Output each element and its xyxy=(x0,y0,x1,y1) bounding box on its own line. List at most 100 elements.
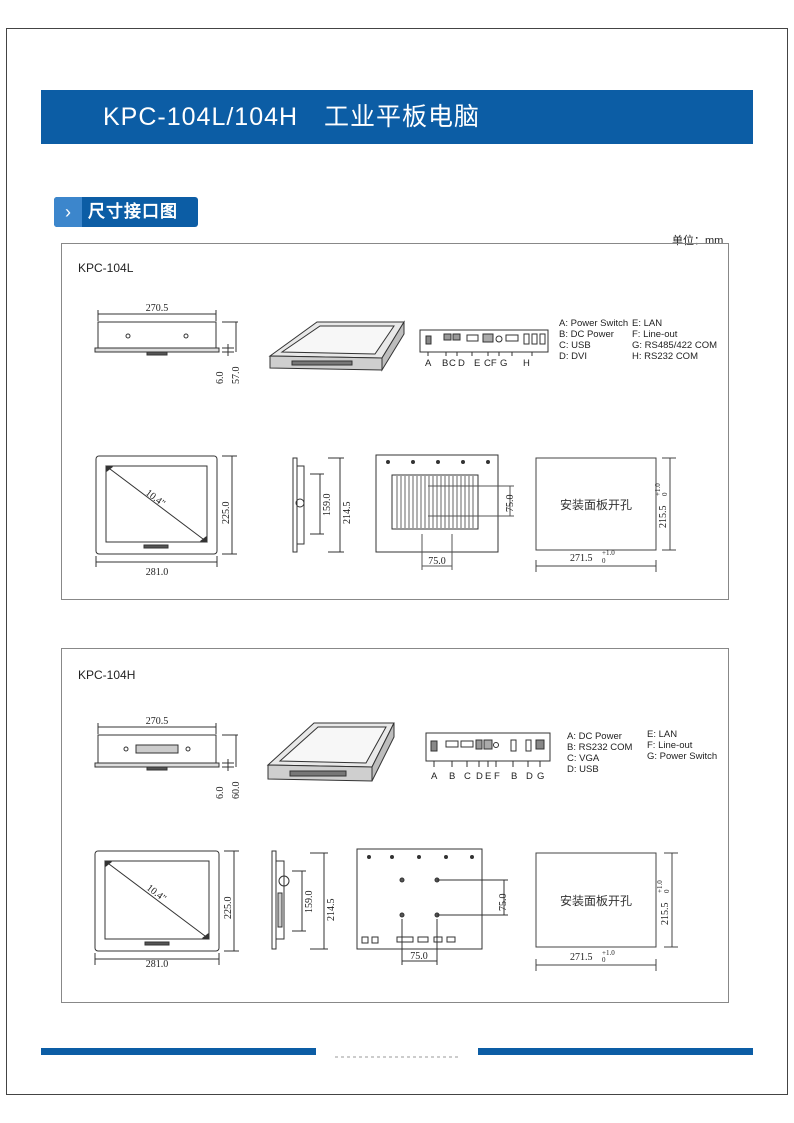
port-letters: A B C D E CF G H xyxy=(425,358,530,369)
screen-size-label: 10.4" xyxy=(143,488,167,510)
side-width-dim: 270.5 xyxy=(146,303,169,314)
vesa-v-dim: 75.0 xyxy=(498,894,509,912)
front-view xyxy=(94,850,239,965)
tolerance-upper: +1.0 xyxy=(656,880,664,893)
legend-item: E: LAN xyxy=(647,729,677,740)
port-legend: A: Power Switch B: DC Power C: USB D: DV… xyxy=(559,318,717,362)
port-letter: G xyxy=(500,358,507,369)
section-tab: › 尺寸接口图 xyxy=(54,197,198,227)
port-letter: CF xyxy=(484,358,497,369)
side-depth-dim: 57.0 xyxy=(231,367,242,385)
tolerance-upper: +1.0 xyxy=(602,949,615,957)
drawing-104h: KPC-104H 270.5 6.0 60.0 xyxy=(78,668,717,971)
port-letter: C xyxy=(449,358,456,369)
cutout-width-dim: 271.5 xyxy=(570,952,593,963)
rear-view xyxy=(375,454,514,570)
port-letter: B xyxy=(511,771,517,782)
port-legend: A: DC Power B: RS232 COM C: VGA D: USB E… xyxy=(567,729,717,775)
front-width-dim: 281.0 xyxy=(146,567,169,578)
vesa-h-dim: 75.0 xyxy=(410,951,428,962)
cutout-height-dim: 215.5 xyxy=(658,506,669,529)
cutout-label: 安装面板开孔 xyxy=(560,497,632,512)
port-letter: F xyxy=(494,771,500,782)
port-letter: B xyxy=(449,771,455,782)
port-letters: A B C D E F B D G xyxy=(431,771,544,782)
legend-item: A: DC Power xyxy=(567,731,622,742)
port-letter: D xyxy=(526,771,533,782)
side-width-dim: 270.5 xyxy=(146,716,169,727)
port-letter: C xyxy=(464,771,471,782)
profile-inner-dim: 159.0 xyxy=(322,494,333,517)
footer-bar-right xyxy=(478,1048,753,1055)
front-view xyxy=(95,455,237,567)
profile-view xyxy=(271,850,328,950)
side-thin-dim: 6.0 xyxy=(215,372,226,385)
cutout-view xyxy=(535,457,676,572)
legend-item: C: VGA xyxy=(567,753,600,764)
drawing-panel-104h: KPC-104H 270.5 6.0 60.0 xyxy=(61,648,729,1003)
cutout-height-dim: 215.5 xyxy=(660,903,671,926)
port-letter: D xyxy=(458,358,465,369)
model-label: KPC-104L xyxy=(78,261,134,275)
legend-item: B: RS232 COM xyxy=(567,742,633,753)
legend-item: B: DC Power xyxy=(559,329,614,340)
page-border xyxy=(6,28,788,1095)
page-title: KPC-104L/104H 工业平板电脑 xyxy=(103,103,481,131)
legend-item: E: LAN xyxy=(632,318,662,329)
port-letter: E xyxy=(474,358,480,369)
title-banner: KPC-104L/104H 工业平板电脑 xyxy=(41,90,753,144)
port-letter: H xyxy=(523,358,530,369)
legend-item: F: Line-out xyxy=(632,329,678,340)
legend-item: D: DVI xyxy=(559,351,587,362)
section-title: 尺寸接口图 xyxy=(88,202,178,221)
legend-item: C: USB xyxy=(559,340,591,351)
legend-item: A: Power Switch xyxy=(559,318,628,329)
port-letter: E xyxy=(485,771,491,782)
vesa-v-dim: 75.0 xyxy=(505,495,516,513)
drawing-panel-104l: KPC-104L 270.5 6.0 57.0 xyxy=(61,243,729,600)
rear-view xyxy=(356,848,508,965)
tolerance-lower: 0 xyxy=(663,889,671,893)
side-view xyxy=(94,310,238,356)
cutout-width-dim: 271.5 xyxy=(570,553,593,564)
cutout-label: 安装面板开孔 xyxy=(560,893,632,908)
unit-label: 单位：mm xyxy=(672,235,724,247)
port-panel xyxy=(425,732,551,767)
port-letter: G xyxy=(537,771,544,782)
tolerance-upper: +1.0 xyxy=(654,483,662,496)
legend-item: G: RS485/422 COM xyxy=(632,340,717,351)
legend-item: H: RS232 COM xyxy=(632,351,698,362)
front-height-dim: 225.0 xyxy=(223,897,234,920)
front-width-dim: 281.0 xyxy=(146,959,169,970)
screen-size-label: 10.4" xyxy=(144,883,168,905)
profile-outer-dim: 214.5 xyxy=(326,899,337,922)
side-depth-dim: 60.0 xyxy=(231,782,242,800)
port-letter: A xyxy=(431,771,438,782)
cutout-view xyxy=(535,852,678,971)
tolerance-upper: +1.0 xyxy=(602,549,615,557)
perspective-view xyxy=(268,320,405,372)
footer-bar-left xyxy=(41,1048,316,1055)
tolerance-lower: 0 xyxy=(602,557,606,565)
port-letter: B xyxy=(442,358,448,369)
legend-item: F: Line-out xyxy=(647,740,693,751)
tolerance-lower: 0 xyxy=(661,492,669,496)
port-panel xyxy=(419,329,549,356)
profile-inner-dim: 159.0 xyxy=(304,891,315,914)
profile-view xyxy=(292,457,344,553)
port-letter: A xyxy=(425,358,432,369)
model-label: KPC-104H xyxy=(78,668,135,682)
side-thin-dim: 6.0 xyxy=(215,787,226,800)
footer-divider xyxy=(335,1056,459,1058)
side-view xyxy=(94,723,238,771)
profile-outer-dim: 214.5 xyxy=(342,502,353,525)
chevron-right-icon: › xyxy=(54,197,82,227)
legend-item: D: USB xyxy=(567,764,599,775)
front-height-dim: 225.0 xyxy=(221,502,232,525)
tolerance-lower: 0 xyxy=(602,956,606,964)
legend-item: G: Power Switch xyxy=(647,751,717,762)
port-letter: D xyxy=(476,771,483,782)
vesa-h-dim: 75.0 xyxy=(428,556,446,567)
drawing-104l: KPC-104L 270.5 6.0 57.0 xyxy=(78,261,717,578)
perspective-view xyxy=(266,722,395,782)
